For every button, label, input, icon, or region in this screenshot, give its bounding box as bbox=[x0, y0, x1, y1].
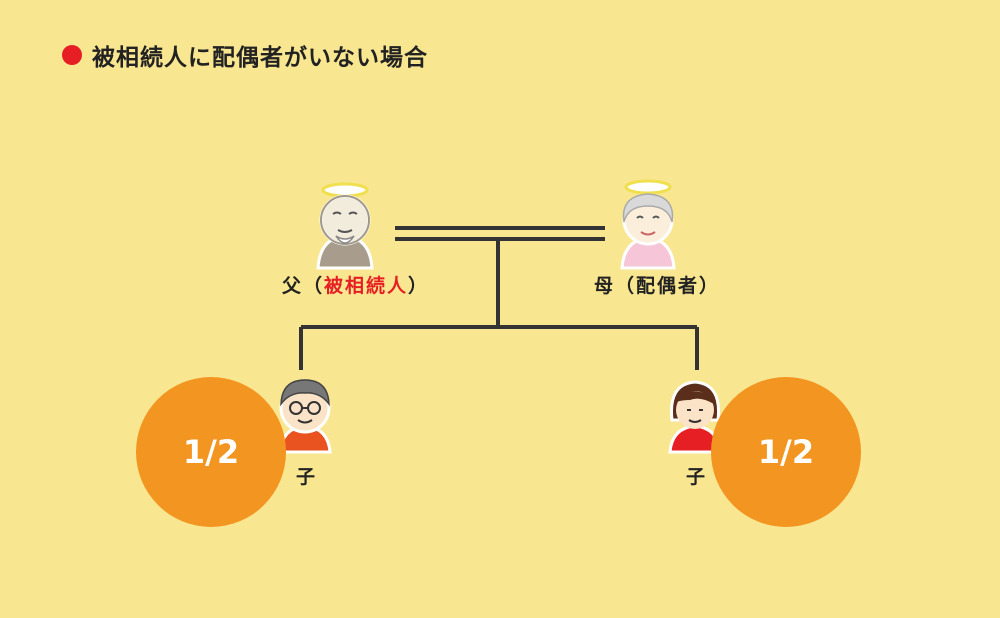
descendant-lines bbox=[299, 239, 699, 370]
father-label: 父（被相続人） bbox=[282, 271, 429, 298]
share-circle-right: 1/2 bbox=[711, 377, 861, 527]
man-with-glasses-icon bbox=[278, 379, 332, 454]
mother-label: 母（配偶者） bbox=[594, 275, 721, 297]
father-role-label: 被相続人 bbox=[324, 275, 409, 297]
title-row: 被相続人に配偶者がいない場合 bbox=[62, 38, 428, 72]
grandfather-angel-icon bbox=[316, 182, 374, 270]
woman-icon bbox=[668, 380, 722, 454]
marriage-line bbox=[395, 226, 605, 241]
father-label-suffix: ） bbox=[408, 275, 430, 297]
child-left-label: 子 bbox=[296, 466, 318, 488]
grandmother-angel-icon bbox=[620, 179, 676, 270]
child-right-label: 子 bbox=[686, 466, 708, 488]
red-bullet-icon bbox=[62, 45, 82, 65]
father-label-prefix: 父（ bbox=[282, 275, 325, 297]
page-title: 被相続人に配偶者がいない場合 bbox=[92, 45, 428, 71]
share-circle-left: 1/2 bbox=[136, 377, 286, 527]
